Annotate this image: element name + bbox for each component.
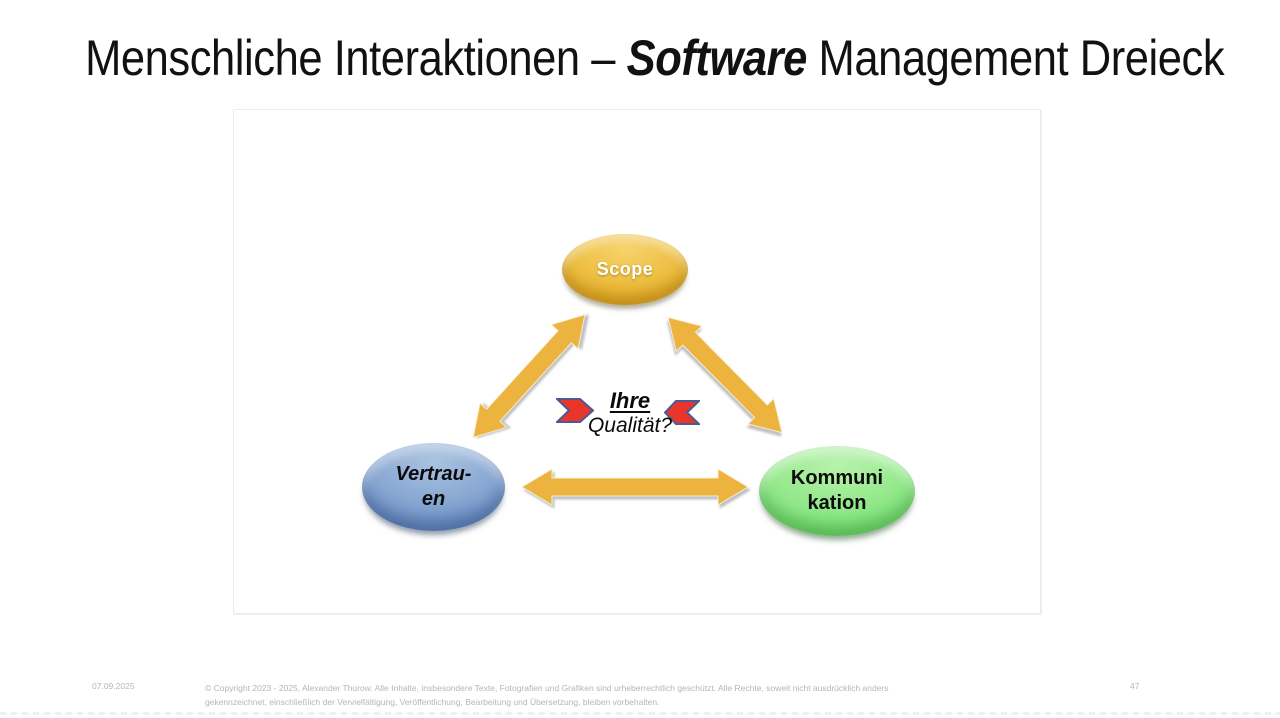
chevron-right-icon <box>556 398 594 423</box>
node-vertrauen-label-line2: en <box>421 488 446 510</box>
copyright-notice: © Copyright 2023 - 2025, Alexander Thuro… <box>205 681 1015 709</box>
copyright-line1: © Copyright 2023 - 2025, Alexander Thuro… <box>205 683 889 693</box>
diagram-frame <box>233 109 1041 614</box>
double-arrow-icon-scope-kommunikation <box>667 316 783 434</box>
page-number: 47 <box>1130 681 1140 691</box>
page-title: Menschliche Interaktionen – Software Man… <box>0 32 1280 85</box>
title-suffix: Management Dreieck <box>806 30 1225 86</box>
callout-ihre-label: Ihre <box>609 388 651 413</box>
callout-qualitaet-label: Qualität? <box>587 414 673 438</box>
center-callout: Ihre Qualität? <box>553 388 707 440</box>
node-kommunikation-label-line2: kation <box>807 492 867 514</box>
node-scope: Scope <box>562 234 688 305</box>
copyright-line2: gekennzeichnet, einschließlich der Vervi… <box>205 697 660 707</box>
node-scope-label: Scope <box>596 259 654 279</box>
title-emphasis: Software <box>626 30 808 86</box>
node-vertrauen-label-line1: Vertrau- <box>395 463 472 485</box>
node-vertrauen: Vertrau- en <box>362 443 505 531</box>
chevron-left-icon <box>664 400 700 425</box>
node-kommunikation: Kommuni kation <box>759 446 915 536</box>
double-arrow-icon-scope-vertrauen <box>472 313 586 439</box>
node-kommunikation-label-line1: Kommuni <box>790 467 884 489</box>
bottom-edge-artifact <box>0 712 1280 715</box>
slide-date: 07.09.2025 <box>92 681 135 691</box>
double-arrow-icon-vertrauen-kommunikation <box>522 468 748 506</box>
title-prefix: Menschliche Interaktionen – <box>85 30 627 86</box>
